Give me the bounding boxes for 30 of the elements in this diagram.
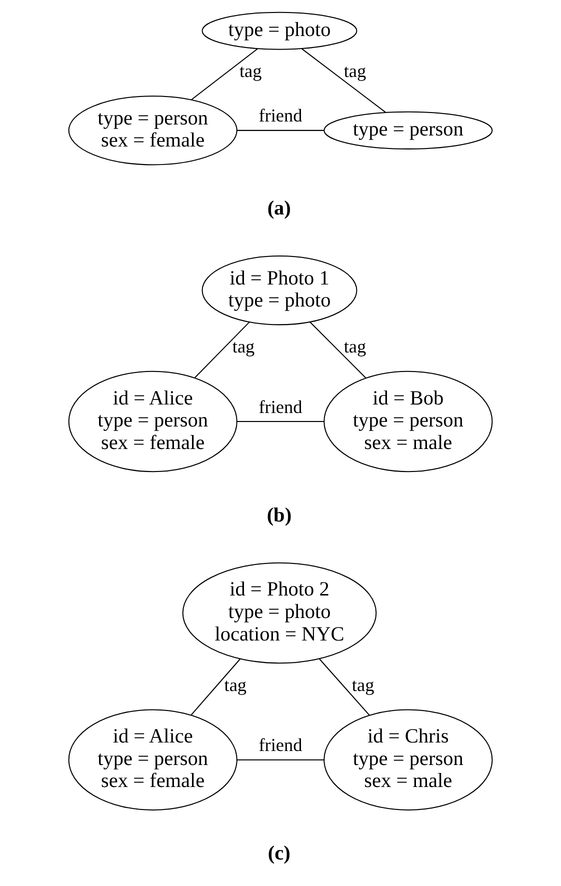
node-ellipse: id = Alice type = person sex = female <box>68 709 238 810</box>
edge-label: tag <box>224 674 247 695</box>
connector <box>236 759 324 760</box>
node-ellipse: type = photo <box>202 12 358 50</box>
connector <box>190 658 240 716</box>
node-ellipse: type = person <box>324 111 493 150</box>
connector <box>194 322 250 378</box>
connector <box>191 48 258 100</box>
node-ellipse: id = Photo 1 type = photo <box>202 256 358 326</box>
label: (a) <box>267 197 291 220</box>
label: (b) <box>266 504 292 526</box>
node-ellipse: id = Bob type = person sex = male <box>324 370 493 472</box>
label: (c) <box>268 842 290 865</box>
node-ellipse: type = person sex = female <box>68 96 238 166</box>
edge-label: tag <box>239 61 262 82</box>
node-ellipse: id = Alice type = person sex = female <box>68 370 238 472</box>
edge-label: tag <box>232 336 255 357</box>
connector <box>302 48 386 113</box>
connector <box>236 130 324 131</box>
edge-label: friend <box>258 396 302 417</box>
connector <box>310 322 366 378</box>
connector <box>319 658 370 716</box>
node-ellipse: id = Chris type = person sex = male <box>324 709 493 810</box>
node-ellipse: id = Photo 2 type = photo location = NYC <box>182 562 377 664</box>
edge-label: tag <box>344 61 366 82</box>
edge-label: friend <box>258 735 302 756</box>
edge-label: tag <box>352 674 374 695</box>
edge-label: tag <box>344 336 366 357</box>
connector <box>236 420 324 422</box>
edge-label: friend <box>258 106 302 126</box>
